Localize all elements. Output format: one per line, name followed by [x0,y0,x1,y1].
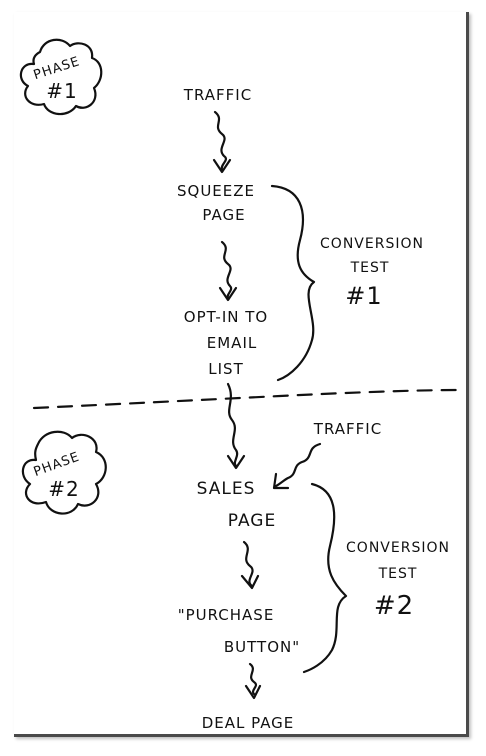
squeeze-page-line1: SQUEEZE [177,182,255,200]
sales-page-line2: PAGE [228,511,276,531]
squeeze-page-line2: PAGE [202,206,245,224]
flow-arrow-sales-to-purchase [242,540,254,588]
conversion-test-2-line2: TEST [378,566,418,582]
conversion-test-1-number: #1 [345,282,382,310]
phase-2-label: PHASE [32,449,82,480]
drawing-frame [14,12,469,737]
purchase-line2: BUTTON" [224,638,300,656]
flow-arrow-traffic-to-sales [274,442,322,488]
conversion-test-2-brace [302,482,348,674]
flow-arrow-traffic-to-squeeze [213,110,228,172]
sales-page-line1: SALES [197,479,256,499]
optin-line3: LIST [208,360,243,378]
arrowhead-4 [272,472,290,490]
deal-page-label: DEAL PAGE [202,714,295,732]
phase-1-number: #1 [46,79,77,103]
optin-line1: OPT-IN TO [184,308,268,326]
purchase-line1: "PURCHASE [178,606,275,624]
conversion-test-1-line2: TEST [350,260,390,276]
conversion-test-1-line1: CONVERSION [320,236,424,252]
flow-arrow-optin-to-sales [226,382,239,468]
conversion-test-1-brace [270,184,316,382]
phase-2-number: #2 [48,477,79,501]
phase-1-cloud [19,38,103,116]
optin-line2: EMAIL [207,334,257,352]
arrowhead-1 [212,158,232,174]
traffic-label-1: TRAFFIC [183,86,252,104]
phase-2-cloud [21,430,107,515]
conversion-test-2-line1: CONVERSION [346,540,450,556]
flow-arrow-purchase-to-deal [248,662,258,696]
arrowhead-5 [240,574,260,590]
conversion-test-2-number: #2 [374,591,414,621]
arrowhead-2 [218,286,238,302]
phase-divider [32,388,464,410]
flow-arrow-squeeze-to-optin [220,240,233,300]
arrowhead-3 [226,454,246,470]
traffic-label-2: TRAFFIC [313,420,382,438]
arrowhead-6 [244,684,262,700]
